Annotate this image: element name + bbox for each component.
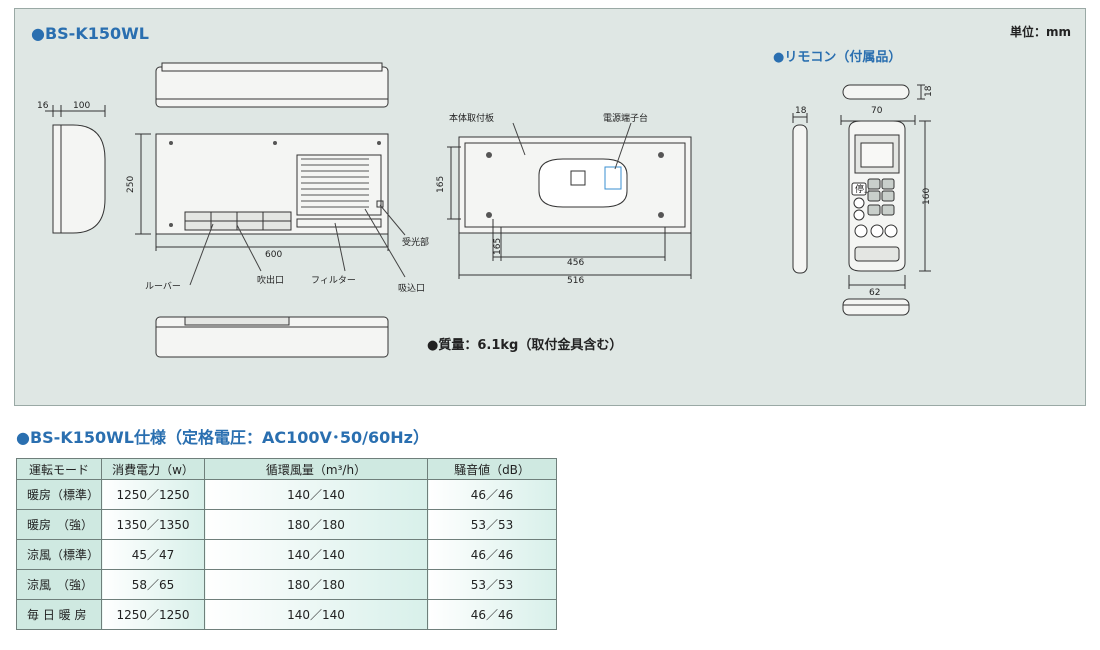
callout-receiver: 受光部 — [402, 236, 429, 248]
dim-side-depth-a: 16 — [37, 101, 49, 111]
table-row: 涼風 （強） 58／65 180／180 53／53 — [16, 569, 557, 600]
spec-cell-noise: 53／53 — [427, 509, 557, 540]
dim-remote-top-depth: 18 — [924, 85, 934, 97]
table-row: 涼風（標準） 45／47 140／140 46／46 — [16, 539, 557, 570]
spec-header-power: 消費電力（w） — [101, 458, 205, 480]
spec-cell-noise: 46／46 — [427, 599, 557, 630]
callout-terminal: 電源端子台 — [603, 112, 648, 124]
remote-side-view — [792, 113, 808, 274]
callout-inlet: 吸込口 — [398, 283, 425, 294]
remote-down-button — [853, 209, 865, 221]
weight-label: ●質量：6.1kg（取付金具含む） — [427, 338, 623, 353]
spec-cell-airflow: 180／180 — [204, 569, 428, 600]
dim-plate-width: 516 — [567, 276, 584, 286]
dim-plate-height: 165 — [436, 176, 446, 193]
spec-cell-mode: 暖房 （強） — [16, 509, 102, 540]
spec-cell-airflow: 180／180 — [204, 509, 428, 540]
spec-header-mode: 運転モード — [16, 458, 102, 480]
dim-side-depth-b: 100 — [73, 101, 90, 111]
model-title: ●BS-K150WL — [31, 24, 149, 43]
callout-filter: フィルター — [311, 275, 356, 286]
dim-front-width: 600 — [265, 250, 282, 260]
spec-table: 運転モード 消費電力（w） 循環風量（m³/h） 騒音値（dB） 暖房（標準） … — [16, 458, 557, 630]
bottom-view — [155, 316, 389, 358]
table-row: 暖房（標準） 1250／1250 140／140 46／46 — [16, 479, 557, 510]
spec-cell-noise: 46／46 — [427, 479, 557, 510]
spec-cell-airflow: 140／140 — [204, 539, 428, 570]
unit-label: 単位：mm — [1009, 25, 1071, 39]
spec-cell-power: 1350／1350 — [101, 509, 205, 540]
table-row: 毎 日 暖 房 1250／1250 140／140 46／46 — [16, 599, 557, 630]
drawing-panel: ●BS-K150WL 単位：mm ●リモコン（付属品） ●質量：6.1kg（取付… — [14, 8, 1086, 406]
remote-up-button — [853, 197, 865, 209]
dim-plate-hole-pitch: 456 — [567, 258, 584, 268]
table-row: 暖房 （強） 1350／1350 180／180 53／53 — [16, 509, 557, 540]
front-view-screws — [169, 141, 664, 227]
callout-outlet: 吹出口 — [257, 274, 284, 286]
spec-cell-power: 1250／1250 — [101, 599, 205, 630]
spec-cell-noise: 46／46 — [427, 539, 557, 570]
remote-bottom-view — [842, 298, 910, 316]
spec-cell-power: 45／47 — [101, 539, 205, 570]
dim-remote-side-depth: 18 — [795, 106, 807, 116]
remote-buttons: 停止 — [851, 178, 898, 238]
mounting-plate-view — [447, 122, 692, 279]
remote-top-view — [842, 84, 925, 100]
spec-cell-power: 1250／1250 — [101, 479, 205, 510]
spec-header-row: 運転モード 消費電力（w） 循環風量（m³/h） 騒音値（dB） — [16, 458, 557, 480]
spec-cell-mode: 毎 日 暖 房 — [16, 599, 102, 630]
spec-cell-mode: 暖房（標準） — [16, 479, 102, 510]
spec-title: ●BS-K150WL仕様（定格電圧：AC100V･50/60Hz） — [16, 428, 429, 447]
front-view — [135, 133, 389, 251]
callout-louver: ルーバー — [145, 281, 181, 292]
top-view — [155, 62, 389, 108]
spec-header-airflow: 循環風量（m³/h） — [204, 458, 428, 480]
spec-cell-mode: 涼風 （強） — [16, 569, 102, 600]
callout-mount-plate: 本体取付板 — [449, 112, 494, 124]
dim-plate-lower-height: 165 — [493, 238, 503, 255]
spec-cell-airflow: 140／140 — [204, 479, 428, 510]
technical-drawing: 停止 16 100 250 600 16 — [37, 62, 934, 358]
side-view — [45, 105, 106, 234]
dim-remote-width: 70 — [871, 106, 883, 116]
dim-front-height: 250 — [126, 176, 136, 193]
spec-cell-noise: 53／53 — [427, 569, 557, 600]
dim-remote-height: 160 — [922, 188, 932, 205]
remote-title: ●リモコン（付属品） — [773, 50, 902, 65]
spec-cell-airflow: 140／140 — [204, 599, 428, 630]
spec-cell-power: 58／65 — [101, 569, 205, 600]
spec-cell-mode: 涼風（標準） — [16, 539, 102, 570]
callout-leaders — [189, 204, 406, 286]
spec-header-noise: 騒音値（dB） — [427, 458, 557, 480]
dim-remote-bottom-width: 62 — [869, 288, 880, 298]
remote-stop-button — [851, 182, 867, 196]
